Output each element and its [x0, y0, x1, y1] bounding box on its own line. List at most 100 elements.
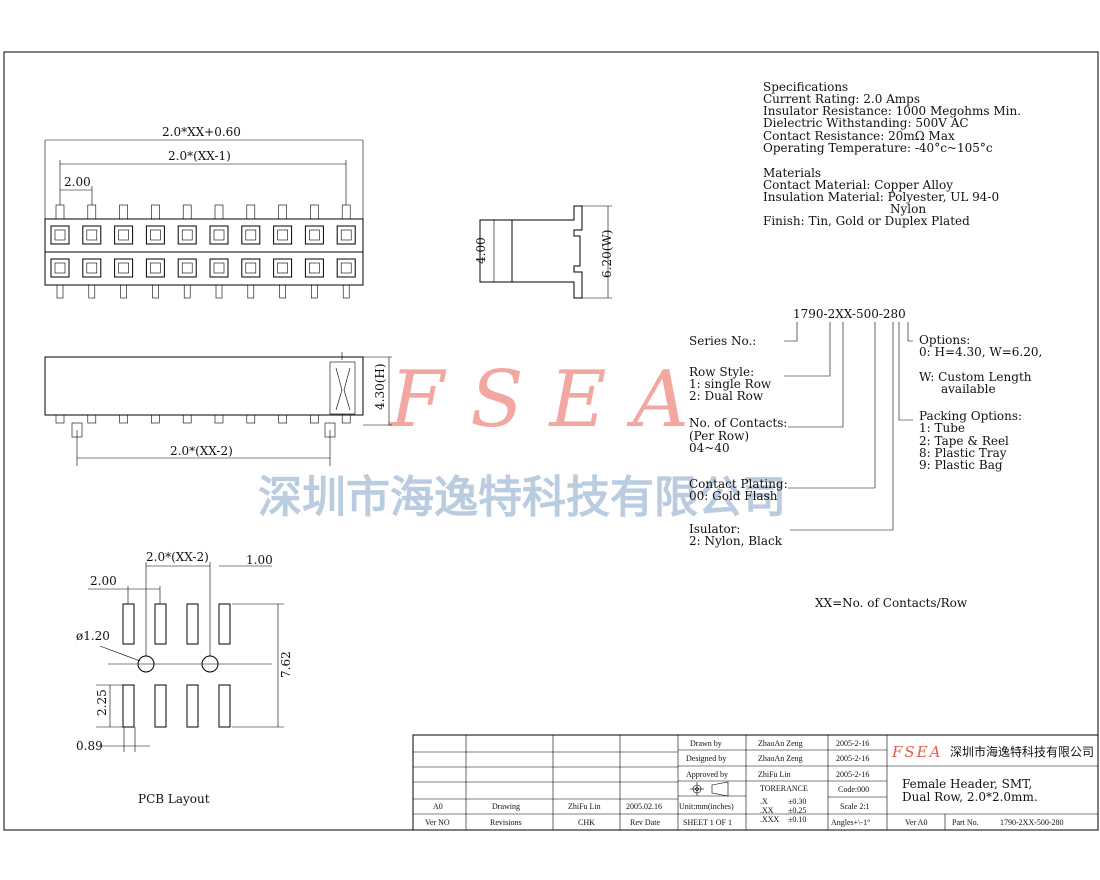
- spec-line: Insulator Resistance: 1000 Megohms Min.: [763, 104, 1021, 118]
- pcb-pad: [186, 603, 199, 645]
- contact-cell: [114, 225, 134, 245]
- top-view-leg: [214, 414, 224, 424]
- dim-pad-len: 2.25: [95, 689, 109, 716]
- contacts-item: (Per Row): [689, 429, 749, 443]
- options-title: Options:: [919, 333, 970, 347]
- top-view-leg: [151, 414, 160, 424]
- dim-pad-w: 0.89: [76, 739, 103, 753]
- front-bottom-pin: [215, 284, 223, 299]
- contact-cell-inner: [309, 262, 320, 274]
- packing-item: 9: Plastic Bag: [919, 458, 1003, 472]
- contact-cell-inner: [213, 262, 225, 274]
- tol-xx: .XX: [760, 806, 774, 815]
- pcb-layout-title: PCB Layout: [138, 792, 210, 806]
- contact-cell-inner: [277, 229, 288, 241]
- contact-cell-inner: [86, 262, 98, 274]
- row-style-item: 1: single Row: [689, 377, 772, 391]
- pcb-pad: [154, 684, 167, 728]
- contact-cell-inner: [340, 229, 352, 241]
- front-top-pin: [119, 204, 128, 220]
- plating-title: Contact Plating:: [689, 477, 788, 491]
- pcb-pad: [154, 603, 167, 645]
- contact-cell: [177, 225, 197, 245]
- contact-cell: [50, 258, 70, 278]
- projection-symbol: [690, 781, 729, 797]
- top-view-leg: [55, 414, 65, 424]
- contact-cell-inner: [150, 229, 161, 241]
- contact-cell: [304, 258, 324, 278]
- drawn-date: 2005-2-16: [836, 739, 869, 748]
- pcb-pad: [122, 684, 135, 728]
- contact-cell: [145, 225, 165, 245]
- designed-label: Designed by: [686, 754, 726, 763]
- material-line: Insulation Material: Polyester, UL 94-0: [763, 190, 999, 204]
- tolerance-label: TORERANCE: [760, 784, 808, 793]
- contact-cell: [145, 258, 165, 278]
- title-desc-line2: Dual Row, 2.0*2.0mm.: [902, 790, 1038, 804]
- contact-cell-inner: [118, 229, 129, 241]
- top-view-leg: [182, 414, 192, 424]
- title-block-logo: FSEA: [891, 743, 942, 761]
- top-view-leg: [246, 414, 256, 424]
- contact-cell-inner: [181, 262, 193, 274]
- tol-x-value: ±0.30: [788, 797, 806, 806]
- contact-cell: [82, 225, 102, 245]
- tol-x: .X: [760, 797, 768, 806]
- approved-date: 2005-2-16: [836, 770, 869, 779]
- contact-cell-inner: [213, 229, 225, 241]
- options-item: W: Custom Length: [919, 370, 1032, 384]
- contact-cell: [177, 258, 197, 278]
- contact-cell-inner: [54, 229, 66, 241]
- rev-date: 2005.02.16: [626, 802, 662, 811]
- material-line: Nylon: [890, 202, 926, 216]
- contact-cell: [50, 225, 70, 245]
- insulator-item: 2: Nylon, Black: [689, 534, 783, 548]
- contact-cell-inner: [150, 262, 161, 274]
- contacts-item: 04~40: [689, 441, 730, 455]
- contact-cell: [241, 225, 261, 245]
- header-revisions: Revisions: [490, 818, 522, 827]
- top-view-leg: [310, 414, 319, 424]
- watermark-logo: FSEA: [388, 355, 715, 445]
- drawn-label: Drawn by: [690, 739, 722, 748]
- code: Code:000: [838, 785, 869, 794]
- front-bottom-pin: [152, 284, 159, 299]
- dim-pcb-edge: 1.00: [246, 553, 273, 567]
- approved-label: Approved by: [686, 770, 728, 779]
- contact-cell: [336, 225, 356, 245]
- spec-line: Current Rating: 2.0 Amps: [763, 92, 920, 106]
- contact-cell-inner: [245, 229, 257, 241]
- contact-cell-inner: [54, 262, 66, 274]
- pcb-pad: [186, 684, 199, 728]
- angles: Angles+\-1°: [831, 818, 870, 827]
- insulator-title: Isulator:: [689, 522, 740, 536]
- contact-cell: [336, 258, 356, 278]
- units: Unit:mm(inches): [679, 802, 734, 811]
- rev-desc: Drawing: [492, 802, 520, 811]
- top-view-leg: [278, 414, 287, 424]
- front-bottom-pin: [247, 284, 255, 299]
- contact-cell-inner: [118, 262, 129, 274]
- tol-xxx: .XXX: [760, 815, 780, 824]
- row-style-item: 2: Dual Row: [689, 389, 764, 403]
- material-line: Contact Material: Copper Alloy: [763, 178, 953, 192]
- dim-pcb-row: 7.62: [279, 651, 293, 678]
- contacts-title: No. of Contacts:: [689, 416, 787, 430]
- series-label: Series No.:: [689, 334, 756, 348]
- front-bottom-pin: [183, 284, 191, 299]
- spec-line: Operating Temperature: -40°c~105°c: [763, 141, 993, 155]
- packing-title: Packing Options:: [919, 409, 1022, 423]
- drawn-name: ZhaoAn Zeng: [758, 739, 803, 748]
- dim-width: 6.20(W): [600, 230, 614, 278]
- options-item: available: [941, 382, 996, 396]
- specifications-block: Specifications Current Rating: 2.0 Amps …: [763, 80, 1021, 228]
- side-view: 4.00 6.20(W): [474, 205, 614, 299]
- plating-item: 00: Gold Flash: [689, 489, 778, 503]
- dim-pcb-span: 2.0*(XX-2): [146, 550, 209, 564]
- front-view: 2.0*XX+0.60 2.0*(XX-1) 2.00: [44, 125, 364, 299]
- tol-xx-value: ±0.25: [788, 806, 806, 815]
- dim-pitch: 2.00: [64, 175, 91, 189]
- front-top-pin: [151, 204, 160, 220]
- dim-overall: 2.0*XX+0.60: [162, 125, 241, 139]
